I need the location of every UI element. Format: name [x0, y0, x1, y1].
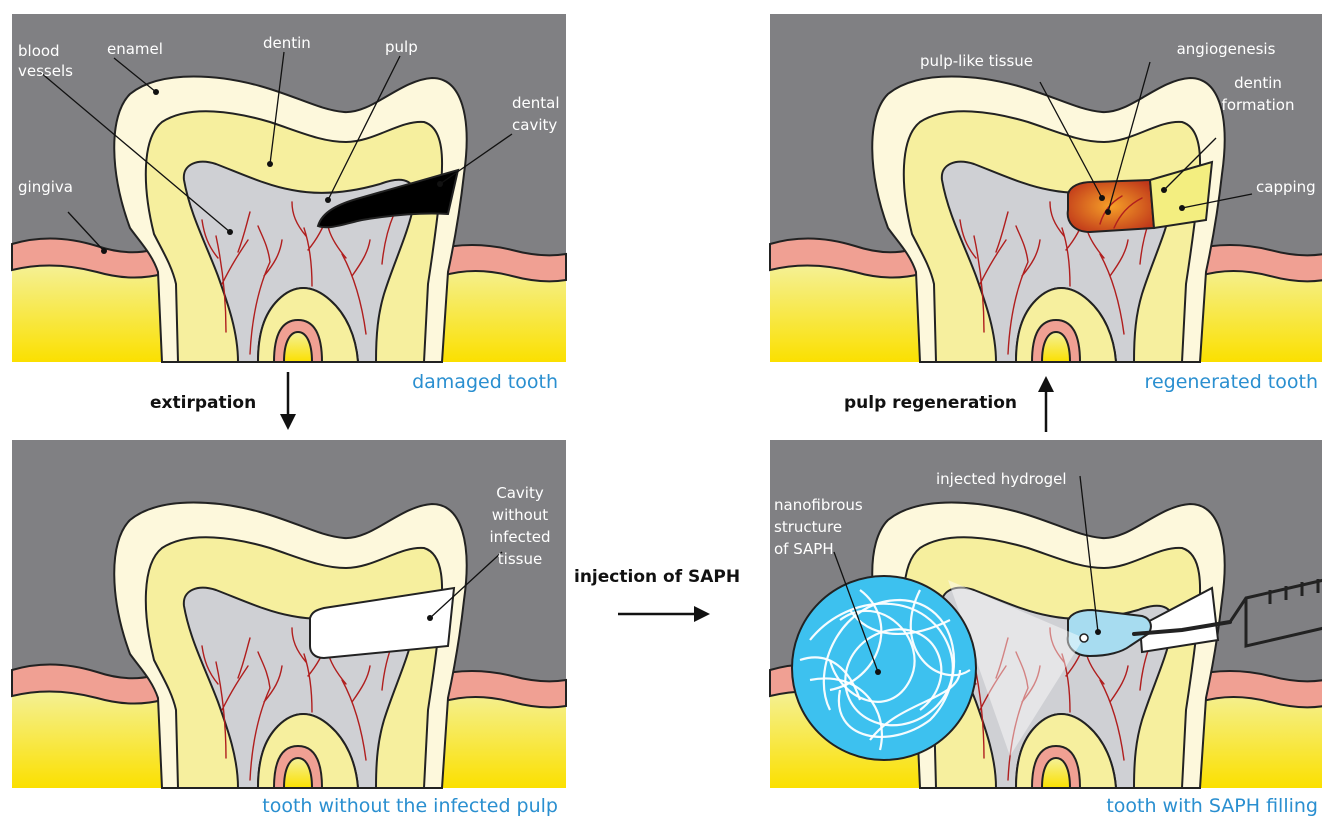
saph-nanofiber-zoom-circle: [792, 576, 976, 760]
label-enamel: enamel: [107, 40, 163, 58]
label-dentin-word: dentin: [1234, 74, 1282, 92]
panel-tooth-without-infected-pulp: Cavity without infected tissue: [12, 440, 566, 788]
label-dental: dental: [512, 94, 560, 112]
label-formation: formation: [1222, 96, 1295, 114]
step-extirpation: extirpation: [150, 372, 296, 430]
label-of-saph: of SAPH: [774, 540, 834, 558]
caption-damaged-tooth: damaged tooth: [412, 371, 558, 393]
label-infected: infected: [489, 528, 550, 546]
label-capping: capping: [1256, 178, 1316, 196]
label-structure: structure: [774, 518, 842, 536]
panel-tooth-with-saph-filling: injected hydrogel nanofibrous structure …: [770, 440, 1322, 788]
label-gingiva: gingiva: [18, 178, 73, 196]
label-pulp: pulp: [385, 38, 418, 56]
step-label-injection: injection of SAPH: [574, 567, 740, 587]
label-angiogenesis: angiogenesis: [1177, 40, 1276, 58]
step-label-regeneration: pulp regeneration: [844, 393, 1017, 413]
label-injected-hydrogel: injected hydrogel: [936, 470, 1067, 488]
label-tissue: tissue: [498, 550, 542, 568]
arrow-down-icon: [280, 414, 296, 430]
arrow-right-icon: [694, 606, 710, 622]
pulp-like-tissue-region: [1068, 180, 1154, 232]
step-injection: injection of SAPH: [574, 567, 740, 622]
label-vessels: vessels: [18, 62, 73, 80]
label-without: without: [492, 506, 549, 524]
panel-damaged-tooth: blood vessels enamel dentin pulp dental …: [12, 14, 566, 362]
label-cavity: cavity: [512, 116, 557, 134]
arrow-up-icon: [1038, 376, 1054, 392]
step-label-extirpation: extirpation: [150, 393, 256, 413]
caption-regenerated-tooth: regenerated tooth: [1145, 371, 1318, 393]
panel-regenerated-tooth: pulp-like tissue angiogenesis dentin for…: [770, 14, 1322, 362]
label-blood: blood: [18, 42, 60, 60]
label-pulp-like-tissue: pulp-like tissue: [920, 52, 1033, 70]
caption-tooth-without-infected-pulp: tooth without the infected pulp: [262, 795, 558, 817]
label-nanofibrous: nanofibrous: [774, 496, 863, 514]
label-dentin: dentin: [263, 34, 311, 52]
caption-tooth-with-saph-filling: tooth with SAPH filling: [1106, 795, 1318, 817]
label-cavity-word: Cavity: [496, 484, 544, 502]
step-regeneration: pulp regeneration: [844, 376, 1054, 432]
